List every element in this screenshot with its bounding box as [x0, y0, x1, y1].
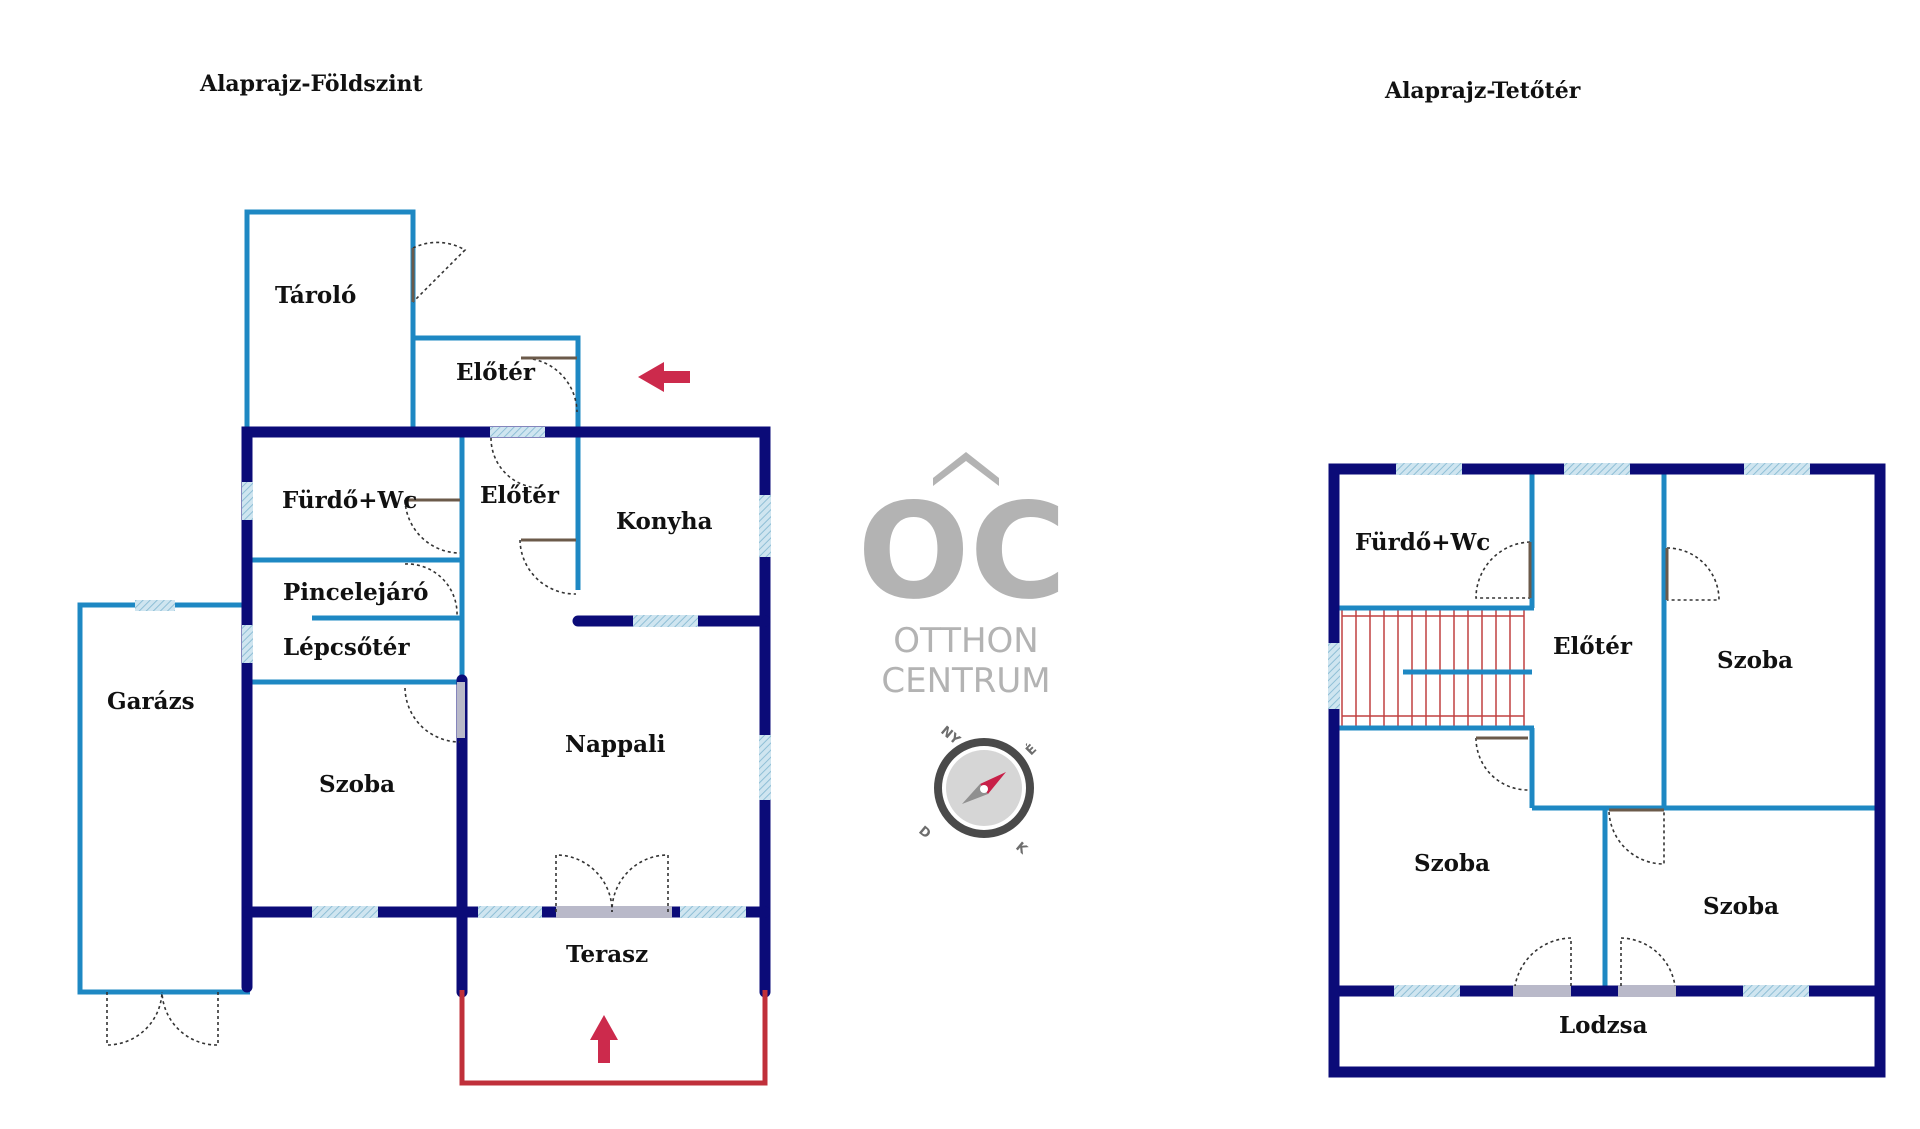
attic-bathroom-label: Fürdő+Wc: [1355, 529, 1490, 556]
attic-room-bottom-right-label: Szoba: [1703, 893, 1779, 920]
room-stairwell-label: Lépcsőtér: [283, 634, 410, 661]
attic-room-left-label: Szoba: [1414, 850, 1490, 877]
logo-line1: OTTHON: [893, 621, 1038, 661]
ground-floor-plan: Tároló Előtér Fürdő+Wc Előtér Konyha Pin…: [77, 209, 771, 1086]
attic-loggia-label: Lodzsa: [1559, 1012, 1648, 1039]
room-terrace-label: Terasz: [566, 941, 648, 968]
room-bedroom-label: Szoba: [319, 771, 395, 798]
room-entry-inner-label: Előtér: [480, 482, 560, 509]
room-garage-label: Garázs: [107, 688, 195, 715]
attic-hall-label: Előtér: [1553, 633, 1633, 660]
logo-line2: CENTRUM: [881, 661, 1050, 701]
otthon-centrum-logo: OC OTTHON CENTRUM: [857, 452, 1067, 701]
room-storage-label: Tároló: [275, 282, 356, 309]
compass-se-label: K: [1012, 840, 1030, 859]
attic-floor-plan: Fürdő+Wc Előtér Szoba Szoba Szoba Lodzsa: [1328, 463, 1886, 1078]
compass-ne-label: É: [1023, 741, 1041, 759]
room-cellar-access-label: Pincelejáró: [283, 579, 428, 606]
logo-monogram: OC: [857, 475, 1066, 629]
room-kitchen-label: Konyha: [616, 508, 713, 535]
room-living-label: Nappali: [565, 731, 666, 758]
compass-sw-label: D: [915, 824, 933, 843]
room-entry-outer-label: Előtér: [456, 359, 536, 386]
compass-icon: NY É D K: [915, 724, 1040, 859]
attic-floor-title: Alaprajz-Tetőtér: [1384, 78, 1581, 104]
attic-room-right-label: Szoba: [1717, 647, 1793, 674]
room-bathroom-label: Fürdő+Wc: [282, 487, 417, 514]
ground-floor-title: Alaprajz-Földszint: [199, 71, 424, 97]
